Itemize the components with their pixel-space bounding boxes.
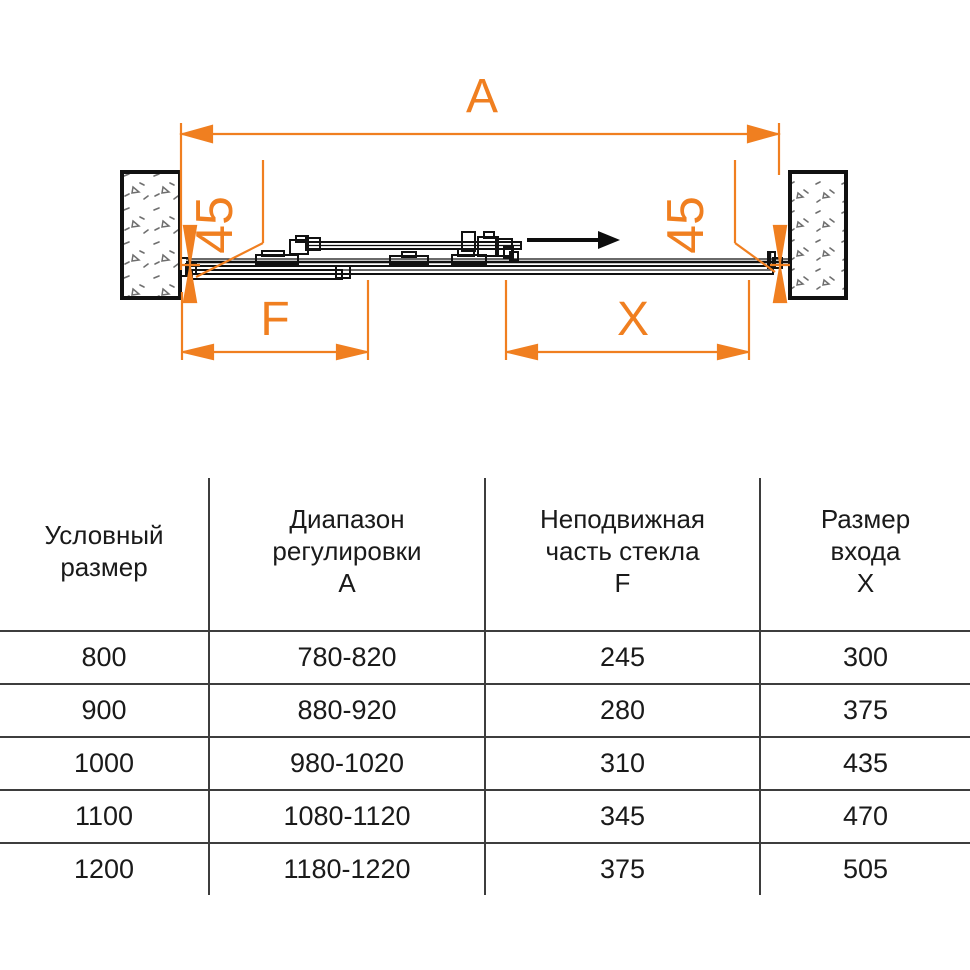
shower-door-plan-view: A 45 [120, 70, 848, 361]
wall-right-block [788, 170, 848, 300]
wall-right [788, 170, 848, 300]
cell-entrance: 375 [759, 684, 970, 738]
header-line-2: входа [830, 536, 901, 567]
cell-fixed-part: 375 [484, 843, 760, 895]
dimension-X: X [504, 280, 751, 361]
header-line-1: Размер [820, 504, 911, 535]
cell-fixed-part: 280 [484, 684, 760, 738]
roller-carriage-right [451, 231, 519, 265]
column-header-nominal-size: Условный размер [0, 478, 209, 632]
cell-fixed-part: 310 [484, 737, 760, 791]
dimension-45-right: 45 [657, 160, 790, 304]
sliding-rail [186, 258, 790, 264]
header-symbol: A [338, 567, 356, 598]
cell-adjustment-range: 880-920 [208, 684, 485, 738]
header-line-1: Неподвижная [539, 504, 705, 535]
header-line-1: Диапазон [289, 504, 405, 535]
table-row: 1000 980-1020 310 435 [0, 737, 970, 791]
cell-entrance: 505 [759, 843, 970, 895]
header-line-1: Условный [44, 520, 164, 551]
dimension-label-A: A [466, 70, 498, 123]
header-line-2: часть стекла [545, 536, 700, 567]
table-row: 900 880-920 280 375 [0, 684, 970, 738]
column-header-adjustment-range: Диапазон регулировки A [208, 478, 485, 632]
column-header-fixed-glass-part: Неподвижная часть стекла F [484, 478, 760, 632]
technical-drawing: A 45 [0, 0, 970, 470]
header-line-2: регулировки [272, 536, 422, 567]
roller-carriage-left [255, 235, 321, 265]
specification-table: Условный размер Диапазон регулировки A Н… [0, 478, 970, 898]
dimension-F: F [180, 280, 370, 361]
column-header-entrance-size: Размер входа X [759, 478, 970, 632]
dimension-A: A [178, 70, 782, 270]
cell-nominal-size: 1000 [0, 737, 209, 791]
table-body: 800 780-820 245 300 900 880-920 280 375 … [0, 631, 970, 895]
cell-adjustment-range: 1180-1220 [208, 843, 485, 895]
cell-fixed-part: 345 [484, 790, 760, 844]
cell-fixed-part: 245 [484, 631, 760, 685]
right-arrow-icon [527, 231, 620, 249]
dimension-label-F: F [260, 293, 289, 346]
dimension-lines: A 45 [178, 70, 790, 361]
cell-adjustment-range: 780-820 [208, 631, 485, 685]
dimension-label-45-left: 45 [186, 196, 244, 254]
cell-nominal-size: 1200 [73, 854, 135, 884]
cell-adjustment-range: 1080-1120 [208, 790, 485, 844]
cell-nominal-size: 800 [0, 631, 209, 685]
cell-nominal-size: 900 [0, 684, 209, 738]
cell-entrance: 435 [759, 737, 970, 791]
cell-entrance: 470 [759, 790, 970, 844]
dimension-label-X: X [617, 293, 649, 346]
dimension-label-45-right: 45 [657, 196, 715, 254]
wall-left-block [120, 170, 182, 300]
mid-catch [389, 251, 429, 265]
cell-entrance: 300 [759, 631, 970, 685]
table-row: 1100 1080-1120 345 470 [0, 790, 970, 844]
table-row: 800 780-820 245 300 [0, 631, 970, 685]
header-line-2: размер [60, 552, 148, 582]
cell-adjustment-range: 980-1020 [208, 737, 485, 791]
header-symbol: X [856, 567, 875, 598]
dimension-45-left: 45 [180, 160, 265, 304]
header-symbol: F [614, 567, 631, 598]
cell-nominal-size: 1100 [0, 790, 209, 844]
door-assembly [180, 231, 790, 280]
spec-table: Условный размер Диапазон регулировки A Н… [0, 478, 970, 895]
sliding-glass-pane [305, 241, 522, 250]
header-row: Условный размер Диапазон регулировки A Н… [0, 478, 970, 632]
wall-left [120, 170, 182, 300]
table-header: Условный размер Диапазон регулировки A Н… [0, 478, 970, 632]
table-row: 1200 1180-1220 375 505 [0, 843, 970, 895]
